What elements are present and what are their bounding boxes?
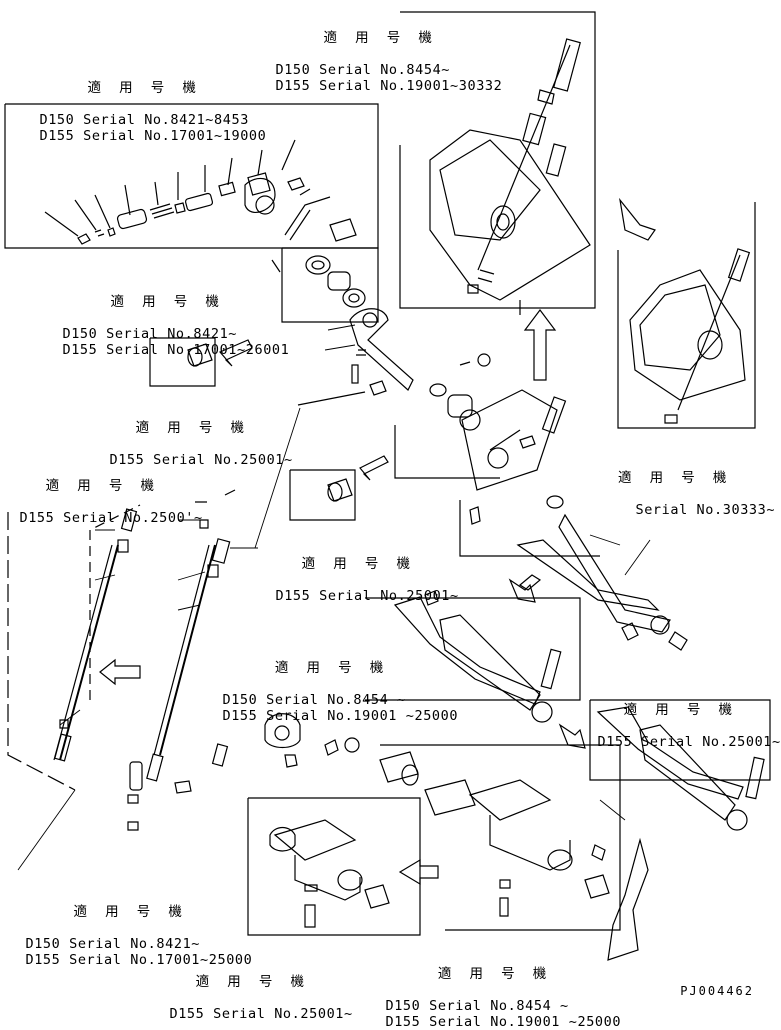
- frame-right-top: [617, 202, 756, 429]
- label-line: D155 Serial No.25001~: [275, 588, 459, 604]
- label-title: 適 用 号 機: [135, 420, 250, 436]
- bushing-small-center: [327, 455, 389, 502]
- frame-right-link: [459, 500, 600, 557]
- label-title: 適 用 号 機: [45, 478, 160, 494]
- pivot-assembly-bottom: [174, 713, 649, 961]
- label-title: 適 用 号 機: [437, 966, 552, 982]
- lever-arm: [297, 308, 491, 406]
- label-title: 適 用 号 機: [274, 660, 389, 676]
- leader-lines: [17, 324, 651, 871]
- frame-rod-inner: [89, 504, 141, 700]
- label-line: D155 Serial No.25001~: [597, 734, 781, 750]
- applicability-label-bushing-left: 適 用 号 機 D155 Serial No.25001~: [92, 388, 293, 468]
- label-title: 適 用 号 機: [110, 294, 224, 310]
- frame-center-part: [365, 597, 581, 701]
- applicability-label-top-center: 適 用 号 機 D150 Serial No.8454~ D155 Serial…: [258, 0, 502, 94]
- label-line: D150 Serial No.8454~: [275, 62, 451, 78]
- label-line: D155 Serial No.17001~25000: [25, 952, 253, 968]
- frame-top-center: [399, 11, 596, 309]
- bushing-group-mid: [271, 255, 366, 308]
- bracket-assembly-center: [429, 383, 567, 525]
- label-line: D150 Serial No.8421~8453: [39, 112, 249, 128]
- rod-assembly-left: [53, 489, 236, 831]
- applicability-label-mid-left: 適 用 号 機 D150 Serial No.8421~ D155 Serial…: [45, 262, 289, 358]
- label-title: 適 用 号 機: [618, 470, 732, 486]
- label-line: D155 Serial No.19001 ~25000: [222, 708, 459, 724]
- label-line: D155 Serial No.17001~26001: [62, 342, 290, 358]
- label-line: D155 Serial No.2500'~: [19, 510, 203, 526]
- applicability-label-rod-left: 適 用 号 機 D155 Serial No.2500'~: [2, 446, 203, 526]
- main-lever: [516, 513, 688, 651]
- frame-right-mid: [589, 699, 771, 781]
- frame-bottom-center: [247, 797, 421, 936]
- label-title: 適 用 号 機: [195, 974, 310, 990]
- label-title: 適 用 号 機: [301, 556, 416, 572]
- label-line: Serial No.30333~: [635, 502, 776, 518]
- bracket-assembly-right: [619, 197, 751, 424]
- applicability-label-right-mid: 適 用 号 機 D155 Serial No.25001~: [580, 670, 781, 750]
- applicability-label-bottom-center: 適 用 号 機 D155 Serial No.25001~: [152, 942, 353, 1022]
- linkage-exploded-top-left: [44, 139, 357, 245]
- frame-rod-left: [7, 512, 76, 791]
- frame-bushing-center: [289, 469, 356, 521]
- label-line: D155 Serial No.19001~30332: [275, 78, 503, 94]
- frame-mid-left: [281, 247, 379, 323]
- drawing-code: PJ004462: [680, 984, 754, 998]
- label-line: D150 Serial No.8421~: [25, 936, 201, 952]
- applicability-label-top-left: 適 用 号 機 D150 Serial No.8421~8453 D155 Se…: [22, 48, 266, 144]
- label-title: 適 用 号 機: [73, 904, 187, 920]
- label-line: D155 Serial No.17001~19000: [39, 128, 267, 144]
- frame-bottom-right: [380, 744, 621, 931]
- label-line: D155 Serial No.25001~: [169, 1006, 353, 1022]
- label-title: 適 用 号 機: [87, 80, 201, 96]
- label-line: D150 Serial No.8454 ~: [222, 692, 406, 708]
- applicability-label-bushing-center: 適 用 号 機 D155 Serial No.25001~: [258, 524, 459, 604]
- arrow-up: [523, 309, 557, 381]
- applicability-label-bottom-left: 適 用 号 機 D150 Serial No.8421~ D155 Serial…: [8, 872, 252, 968]
- bracket-assembly-bottom-center: [269, 819, 390, 928]
- bracket-assembly-top: [429, 38, 591, 315]
- exploded-parts-drawing: [4, 11, 771, 961]
- label-line: D150 Serial No.8454 ~: [385, 998, 569, 1014]
- arm-part-right: [508, 578, 765, 831]
- bushing-small-left: [187, 339, 253, 367]
- label-title: 適 用 号 機: [323, 30, 437, 46]
- label-line: D150 Serial No.8421~: [62, 326, 238, 342]
- inset-frames: [4, 11, 771, 936]
- label-line: D155 Serial No.19001 ~25000: [385, 1014, 622, 1030]
- applicability-label-right-top: 適 用 号 機 Serial No.30333~: [618, 438, 775, 518]
- label-line: D155 Serial No.25001~: [109, 452, 293, 468]
- frame-bushing-left: [149, 337, 216, 387]
- label-title: 適 用 号 機: [623, 702, 738, 718]
- arm-part-center: [393, 590, 562, 723]
- applicability-label-center: 適 用 号 機 D150 Serial No.8454 ~ D155 Seria…: [205, 628, 458, 724]
- applicability-label-bottom-right: 適 用 号 機 D150 Serial No.8454 ~ D155 Seria…: [368, 934, 621, 1030]
- frame-bushing-center-link: [394, 425, 500, 479]
